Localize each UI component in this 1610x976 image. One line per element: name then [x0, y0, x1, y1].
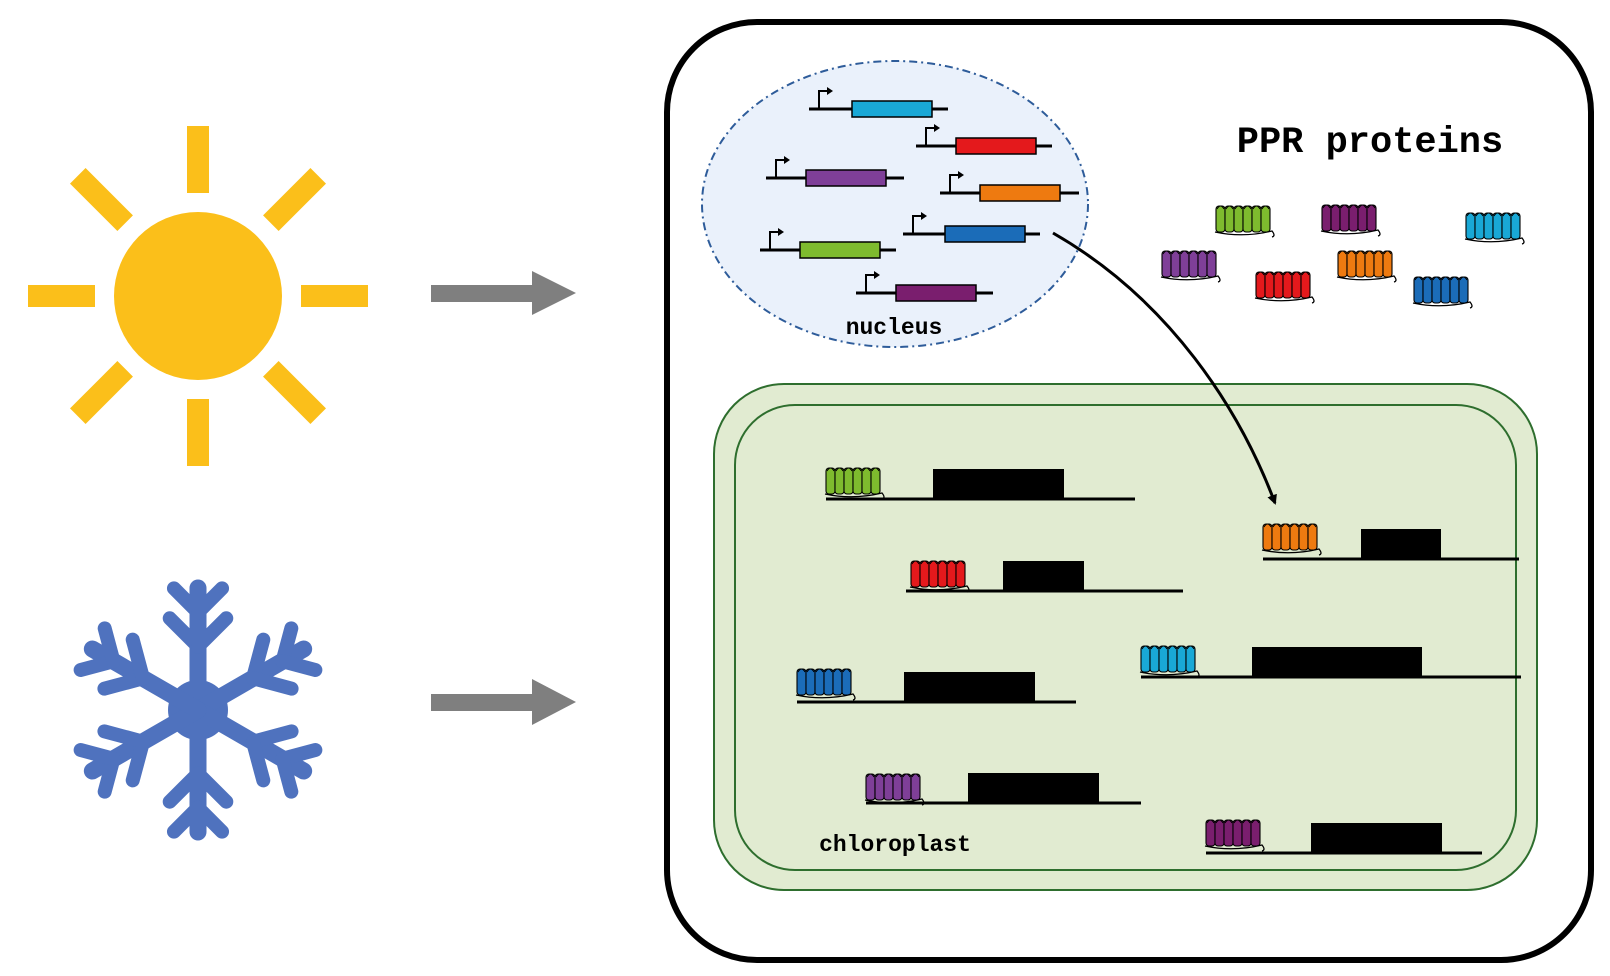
gene-coding-box	[805, 169, 887, 187]
promoter-arrow-icon	[949, 174, 959, 193]
gene-coding-box	[799, 241, 881, 259]
rna-target	[864, 773, 1141, 806]
promoter-arrow-icon	[818, 90, 828, 109]
ppr-protein-icon	[1320, 204, 1381, 237]
nuclear-gene	[760, 228, 896, 259]
gene-box	[1252, 647, 1422, 677]
promoter-arrow-icon	[865, 274, 875, 293]
ppr-protein-icon	[1261, 523, 1322, 556]
gene-box	[904, 672, 1035, 702]
gene-coding-box	[979, 184, 1061, 202]
snowflake-branch	[73, 743, 121, 766]
sun-ray	[263, 168, 326, 231]
chloroplast-inner-membrane	[734, 404, 1517, 871]
nucleus	[701, 60, 1089, 348]
snowflake-branch	[97, 621, 121, 669]
sun-ray	[70, 168, 133, 231]
promoter-arrow-icon	[912, 215, 922, 234]
promoter-arrow-icon	[775, 159, 785, 178]
chloroplast-label: chloroplast	[819, 832, 971, 858]
cold-arrow	[431, 679, 576, 725]
snowflake-branch	[125, 632, 151, 686]
promoter-arrow-icon	[925, 127, 935, 146]
snowflake-icon	[73, 579, 323, 841]
ppr-protein-icon	[1139, 645, 1200, 678]
gene-coding-box	[955, 137, 1037, 155]
ppr-protein-icon	[1336, 250, 1397, 283]
gene-box	[1361, 529, 1441, 559]
snowflake-branch	[275, 654, 323, 677]
snowflake-branch	[166, 800, 205, 839]
ppr-protein-icon	[1214, 205, 1275, 238]
nuclear-genes	[760, 87, 1079, 302]
gene-box	[1003, 561, 1084, 591]
gene-box	[968, 773, 1099, 803]
snowflake-branch	[275, 751, 299, 799]
gene-coding-box	[851, 100, 933, 118]
sun-ray	[70, 361, 133, 424]
ppr-protein-icon	[864, 773, 925, 806]
sun-disc	[114, 212, 282, 380]
nuclear-gene	[766, 156, 904, 187]
rna-target	[795, 668, 1076, 704]
rna-target	[1139, 645, 1521, 679]
nuclear-gene	[903, 212, 1040, 243]
snowflake-branch	[162, 766, 205, 809]
ppr-proteins-title: PPR proteins	[1237, 122, 1503, 164]
rna-target	[1261, 523, 1519, 561]
snowflake-branch	[97, 724, 151, 749]
gene-coding-box	[895, 284, 977, 302]
ppr-protein-icon	[1204, 819, 1265, 852]
snowflake-branch	[245, 734, 271, 788]
ppr-protein-icon	[1464, 212, 1525, 245]
nucleus-label: nucleus	[846, 315, 943, 341]
ppr-protein-icon	[824, 467, 885, 500]
rna-target	[1204, 819, 1482, 855]
nuclear-gene	[916, 124, 1052, 155]
gene-box	[1311, 823, 1442, 853]
chloroplast-rna-targets	[795, 467, 1521, 855]
rna-target	[824, 467, 1135, 501]
promoter-arrow-icon	[769, 231, 779, 250]
gene-box	[933, 469, 1064, 499]
rna-target	[906, 560, 1183, 593]
snowflake-branch	[191, 581, 230, 620]
ppr-protein-icon	[1412, 276, 1473, 309]
sun-icon	[28, 126, 368, 466]
import-arrow	[1052, 231, 1277, 505]
sun-arrow	[431, 271, 576, 315]
ppr-protein-icon	[909, 560, 970, 593]
snowflake-branch	[191, 611, 234, 654]
ppr-protein-icon	[1160, 250, 1221, 283]
ppr-protein-icon	[1254, 271, 1315, 304]
snowflake-branch	[245, 671, 299, 696]
sun-ray	[263, 361, 326, 424]
cytosolic-ppr-proteins	[1160, 204, 1525, 309]
nuclear-gene	[940, 171, 1079, 202]
chloroplast-outer-membrane	[713, 383, 1538, 891]
ppr-protein-icon	[795, 668, 856, 701]
gene-coding-box	[944, 225, 1026, 243]
nuclear-gene	[856, 271, 993, 302]
nuclear-gene	[809, 87, 948, 118]
